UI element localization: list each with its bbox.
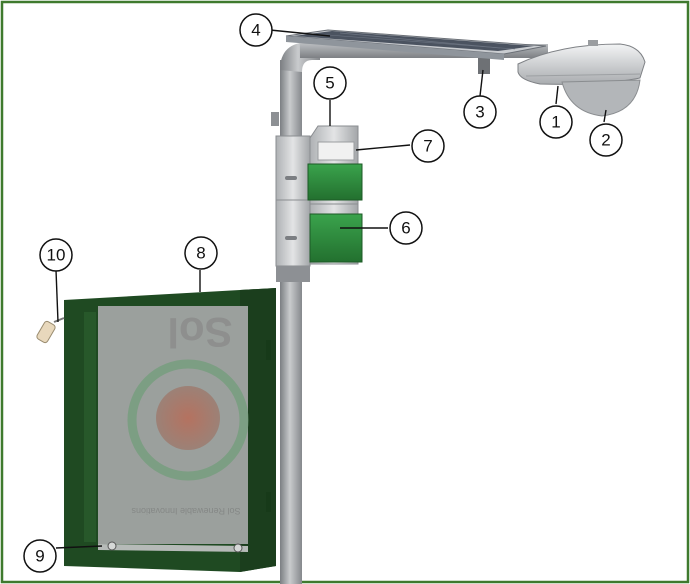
- callout-5: 5: [313, 66, 347, 100]
- svg-text:3: 3: [475, 103, 484, 122]
- sign-brand-word: Sol: [167, 309, 232, 356]
- solar-panel: [285, 29, 547, 60]
- svg-text:7: 7: [423, 137, 432, 156]
- svg-text:9: 9: [35, 547, 44, 566]
- sign-panel: Sol Sol Renewable Innovations: [64, 288, 276, 572]
- callout-6: 6: [389, 211, 423, 245]
- callout-1: 1: [539, 105, 573, 139]
- svg-text:10: 10: [47, 246, 66, 265]
- svg-text:8: 8: [196, 244, 205, 263]
- sign-bottom-rail: [98, 541, 248, 553]
- svg-text:6: 6: [401, 219, 410, 238]
- callout-2: 2: [589, 123, 623, 157]
- svg-text:2: 2: [601, 131, 610, 150]
- battery-module-lower: [309, 213, 363, 263]
- sign-logo-ring: [127, 359, 249, 481]
- callout-9: 9: [23, 539, 57, 573]
- svg-text:5: 5: [325, 74, 334, 93]
- svg-text:4: 4: [251, 21, 260, 40]
- lamp-head: [517, 40, 646, 85]
- callout-10: 10: [39, 238, 73, 272]
- battery-module-upper: [307, 163, 363, 201]
- callout-3: 3: [463, 95, 497, 129]
- leader-lines: [55, 29, 607, 549]
- sign-logo-sun: [156, 386, 220, 450]
- callout-7: 7: [411, 129, 445, 163]
- sign-light: [36, 317, 65, 344]
- svg-text:1: 1: [551, 113, 560, 132]
- pole: [271, 42, 320, 584]
- sign-tagline: Sol Renewable Innovations: [131, 506, 241, 516]
- callout-8: 8: [184, 236, 218, 270]
- lamp-lens: [561, 79, 641, 117]
- callout-4: 4: [239, 13, 273, 47]
